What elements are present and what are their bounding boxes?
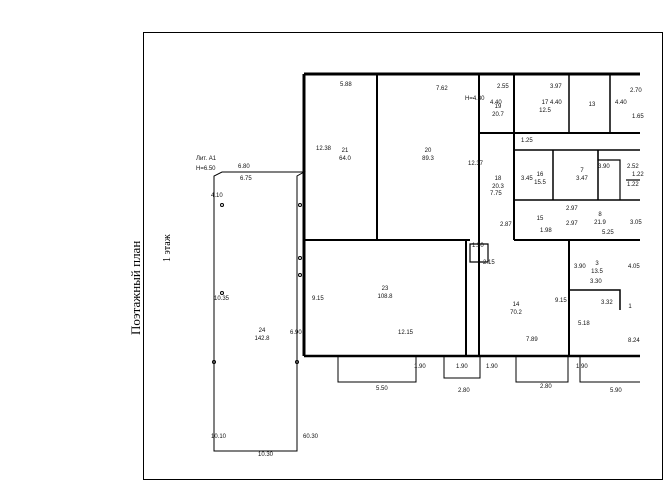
room-18-number: 18	[495, 176, 502, 182]
dimension-label: 10.10	[211, 434, 227, 440]
dimension-label: 7.89	[526, 337, 538, 343]
dimension-label: 4.40	[615, 100, 627, 106]
room-14-area: 70.2	[510, 310, 522, 316]
dimension-label: 1.65	[632, 114, 644, 120]
dimension-label: 7.62	[436, 86, 448, 92]
dimension-label: 1.90	[414, 364, 426, 370]
annex-height: Н=6.50	[196, 166, 216, 172]
dimension-label: 1.90	[486, 364, 498, 370]
dimension-label: 10.35	[214, 296, 230, 302]
floor-plan-drawing: 21 64.0 20 89.3 19 20.7 18 20.3 17 12.5 …	[196, 72, 644, 458]
room-21-area: 64.0	[339, 156, 351, 162]
dimension-label: 2.87	[500, 222, 512, 228]
room-16-area: 15.5	[534, 180, 546, 186]
dimension-label: 7.75	[490, 191, 502, 197]
dimension-label: 6.80	[238, 164, 250, 170]
dimension-label: 8.24	[628, 338, 640, 344]
dimension-label: 6.75	[240, 176, 252, 182]
dimension-label: 12.38	[316, 146, 332, 152]
dimension-label: 1.90	[576, 364, 588, 370]
dimension-label: 1.22	[632, 172, 644, 178]
dimension-label: 2.80	[458, 388, 470, 394]
dimension-label: 1.90	[456, 364, 468, 370]
dimension-label: 3.90	[574, 264, 586, 270]
room-18-area: 20.3	[492, 184, 504, 190]
dimension-label: 9.15	[312, 296, 324, 302]
dimension-label: 5.18	[578, 321, 590, 327]
room-21-number: 21	[342, 148, 349, 154]
dimension-label: 4.40	[550, 100, 562, 106]
dimension-label: 9.15	[555, 298, 567, 304]
dimension-label: 12.15	[398, 330, 414, 336]
room-17-number: 17	[542, 100, 549, 106]
dimension-label: 1.22	[627, 182, 639, 188]
room-19-number: 19	[495, 104, 502, 110]
dimension-label: 3.97	[550, 84, 562, 90]
room-14-number: 14	[513, 302, 520, 308]
dimension-label: 3.45	[521, 176, 533, 182]
dimension-label: 6.90	[290, 330, 302, 336]
room-20-area: 89.3	[422, 156, 434, 162]
dimension-label: 2.55	[497, 84, 509, 90]
room-19-area: 20.7	[492, 112, 504, 118]
main-height: Н=4.30	[465, 96, 485, 102]
dimension-label: 5.88	[340, 82, 352, 88]
dimension-label: 2.97	[566, 206, 578, 212]
dimension-label: 12.37	[468, 161, 484, 167]
dimension-label: 3.05	[630, 220, 642, 226]
room-3-number: 3	[595, 261, 599, 267]
dimension-label: 5.90	[610, 388, 622, 394]
dimension-label: 2.80	[540, 384, 552, 390]
dimension-label: 3.30	[590, 279, 602, 285]
room-17-area: 12.5	[539, 108, 551, 114]
room-7-number: 7	[580, 168, 584, 174]
room-20-number: 20	[425, 148, 432, 154]
room-13-number: 13	[589, 102, 596, 108]
dimension-label: 4.40	[490, 100, 502, 106]
room-24-area: 142.8	[254, 336, 270, 342]
dimension-label: 2.52	[627, 164, 639, 170]
dimension-label: 5.25	[602, 230, 614, 236]
dimension-label: 5.50	[376, 386, 388, 392]
dimension-label: 10.30	[258, 452, 274, 458]
room-8-area: 21.9	[594, 220, 606, 226]
dimension-label: 4.10	[211, 193, 223, 199]
room-23-area: 108.8	[377, 294, 393, 300]
room-1-number: 1	[628, 304, 632, 310]
dimension-label: 2.15	[483, 260, 495, 266]
room-8-number: 8	[598, 212, 602, 218]
annex-label: Лит. А1	[196, 156, 217, 162]
dimension-label: 2.97	[566, 221, 578, 227]
room-24-number: 24	[259, 328, 266, 334]
dimension-label: 3.32	[601, 300, 613, 306]
dimension-label: 4.05	[628, 264, 640, 270]
room-23-number: 23	[382, 286, 389, 292]
room-3-area: 13.5	[591, 269, 603, 275]
dimension-label: 1.50	[472, 243, 484, 249]
dimension-label: 1.98	[540, 228, 552, 234]
dimension-label: 2.70	[630, 88, 642, 94]
dimension-label: 1.25	[521, 138, 533, 144]
dimension-label: 60.30	[303, 434, 319, 440]
room-7-area: 3.47	[576, 176, 588, 182]
room-16-number: 16	[537, 172, 544, 178]
dimension-label: 3.90	[598, 164, 610, 170]
room-15-number: 15	[537, 216, 544, 222]
